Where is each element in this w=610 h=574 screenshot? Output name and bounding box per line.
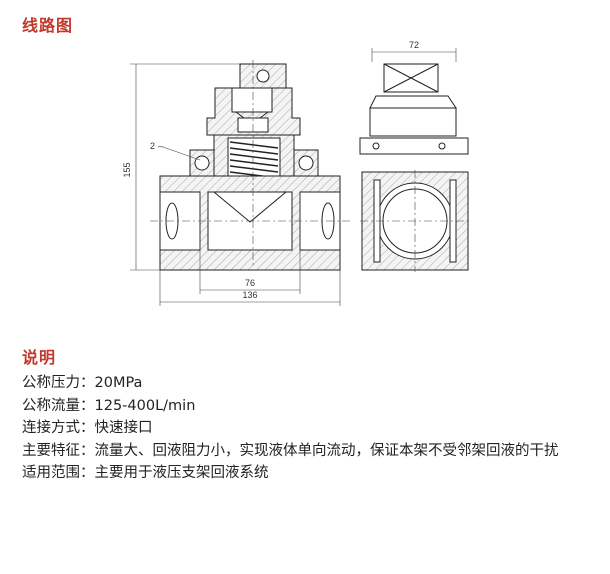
spec-label: 公称压力 bbox=[22, 375, 95, 391]
description-list: 公称压力20MPa 公称流量125-400L/min 连接方式快速接口 主要特征… bbox=[22, 372, 592, 485]
valve-technical-drawing: 155 2 – bbox=[122, 40, 470, 306]
description-section-title: 说明 bbox=[22, 348, 57, 367]
spec-value: 主要用于液压支架回液系统 bbox=[94, 465, 269, 481]
spec-label: 连接方式 bbox=[22, 420, 95, 436]
diagram-section-title: 线路图 bbox=[22, 16, 74, 35]
spec-value: 20MPa bbox=[94, 375, 143, 391]
spec-connection: 连接方式快速接口 bbox=[22, 417, 592, 440]
dim-top-label: 72 bbox=[409, 40, 419, 50]
spec-features: 主要特征流量大、回液阻力小，实现液体单向流动，保证本架不受邻架回液的干扰 bbox=[22, 440, 592, 463]
spring bbox=[229, 141, 279, 179]
spec-value: 流量大、回液阻力小，实现液体单向流动，保证本架不受邻架回液的干扰 bbox=[94, 442, 559, 459]
spec-value: 125-400L/min bbox=[94, 397, 196, 414]
spec-nominal-flow: 公称流量125-400L/min bbox=[22, 395, 592, 418]
front-view: 155 2 – bbox=[122, 60, 350, 306]
spec-label: 适用范围 bbox=[22, 465, 95, 481]
spec-nominal-pressure: 公称压力20MPa bbox=[22, 372, 592, 395]
dim-total-label: 136 bbox=[242, 290, 257, 300]
dim-height-label: 155 bbox=[122, 162, 132, 177]
spec-label: 主要特征 bbox=[22, 443, 95, 459]
dim-inner-label: 76 bbox=[245, 278, 255, 288]
spec-value: 快速接口 bbox=[94, 420, 153, 436]
spec-label: 公称流量 bbox=[22, 398, 95, 414]
svg-text:–: – bbox=[158, 141, 163, 151]
part-label: 2 bbox=[150, 141, 155, 151]
spec-application: 适用范围主要用于液压支架回液系统 bbox=[22, 462, 592, 485]
side-view: 72 bbox=[359, 40, 470, 272]
